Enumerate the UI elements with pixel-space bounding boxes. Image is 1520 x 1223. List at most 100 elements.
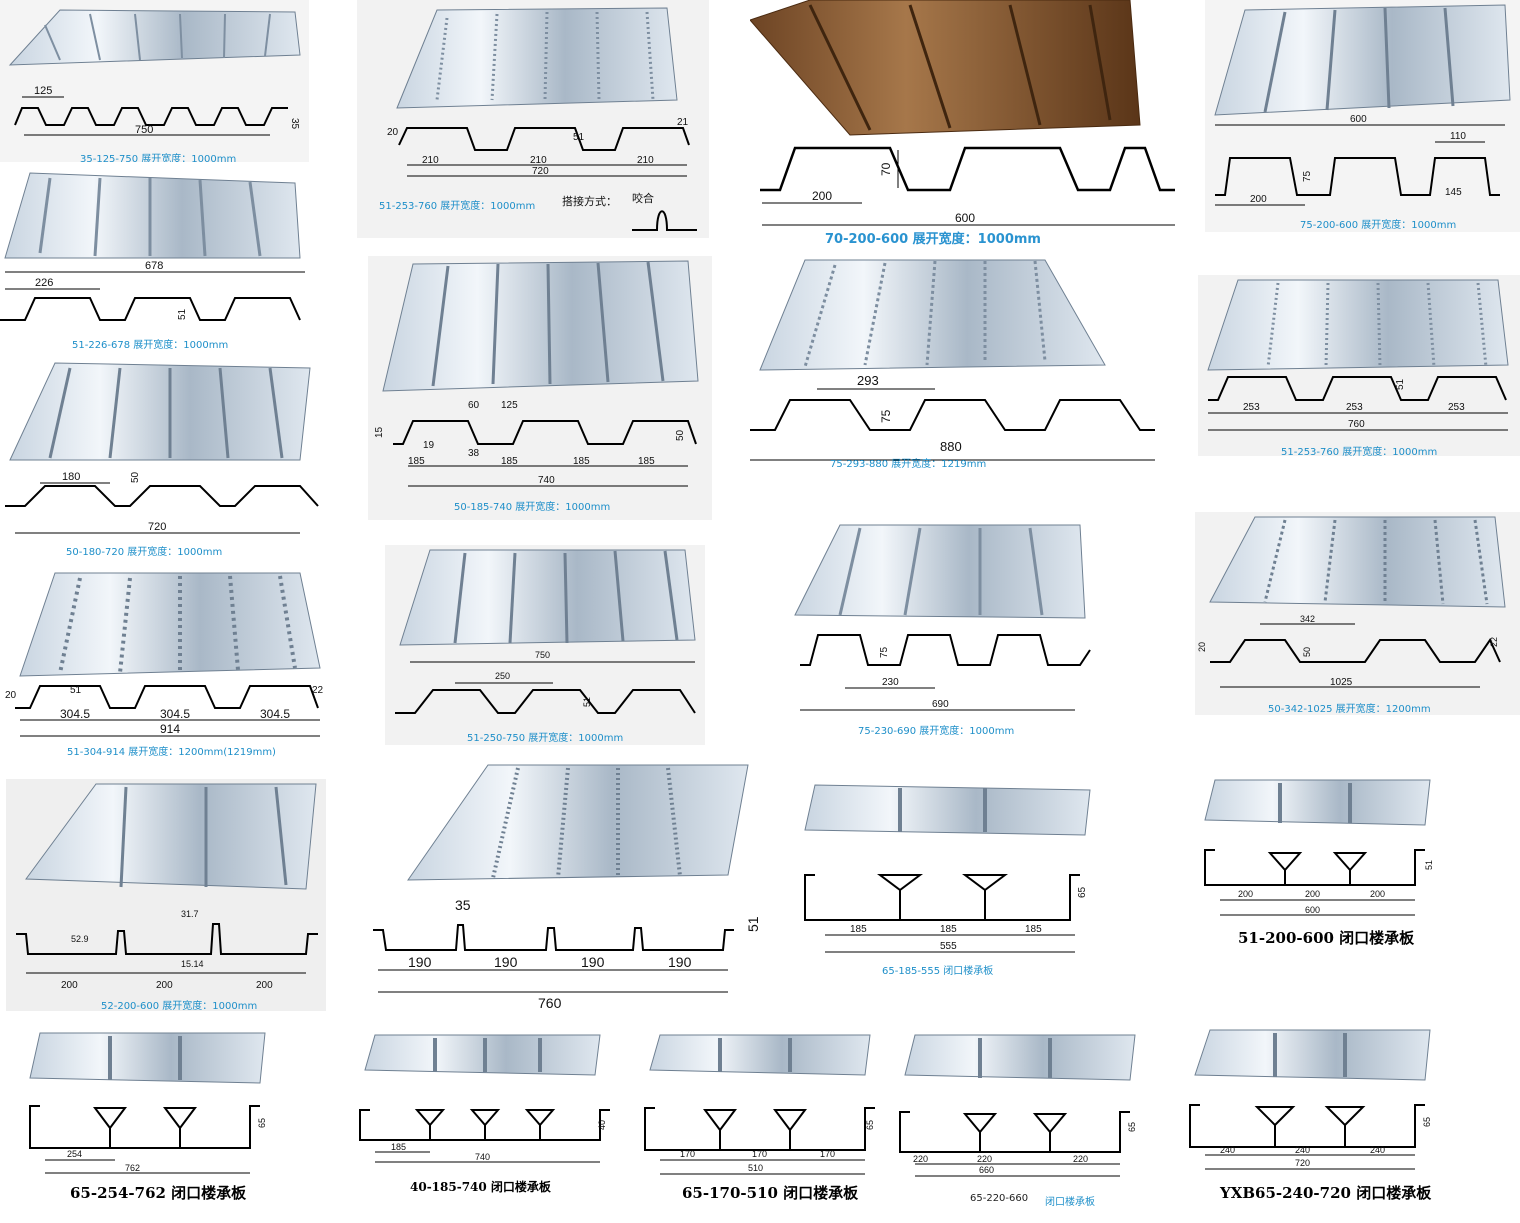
- svg-text:125: 125: [501, 400, 518, 411]
- panel-caption: 51-253-760 展开宽度：1000mm: [1281, 447, 1438, 456]
- panel-caption: 51-304-914 展开宽度：1200mm(1219mm): [67, 747, 276, 758]
- svg-text:65: 65: [1127, 1122, 1137, 1132]
- svg-text:600: 600: [955, 211, 975, 225]
- svg-text:60: 60: [468, 400, 480, 411]
- panel-caption: 50-185-740 展开宽度：1000mm: [454, 502, 611, 513]
- svg-text:510: 510: [748, 1163, 763, 1173]
- panel-caption: 35-125-750 展开宽度：1000mm: [80, 154, 237, 162]
- svg-text:720: 720: [1295, 1158, 1310, 1168]
- svg-text:200: 200: [812, 189, 832, 203]
- svg-text:65: 65: [865, 1120, 875, 1130]
- svg-text:190: 190: [494, 954, 518, 970]
- svg-text:51: 51: [582, 697, 592, 707]
- svg-text:740: 740: [475, 1152, 490, 1162]
- svg-text:70: 70: [879, 162, 893, 176]
- svg-text:690: 690: [932, 699, 949, 710]
- panel-caption: 70-200-600 展开宽度：1000mm: [825, 232, 1041, 245]
- panel-caption: 51-226-678 展开宽度：1000mm: [72, 340, 229, 351]
- svg-text:65: 65: [1422, 1117, 1432, 1127]
- svg-text:31.7: 31.7: [181, 909, 199, 919]
- svg-text:230: 230: [882, 677, 899, 688]
- svg-text:65: 65: [257, 1118, 267, 1128]
- svg-text:678: 678: [145, 260, 163, 272]
- svg-text:190: 190: [668, 954, 692, 970]
- svg-text:253: 253: [1243, 402, 1260, 413]
- svg-text:210: 210: [530, 155, 547, 166]
- panel-51-250-750: 750 250 51 51-250-750 展开宽度：1000mm: [385, 545, 705, 745]
- panel-75-200-600: 600 110 75 200 145 75-200-600 展开宽度：1000m…: [1205, 0, 1520, 232]
- overlap-type: 咬合: [632, 192, 654, 205]
- svg-text:75: 75: [1302, 170, 1313, 182]
- svg-text:75: 75: [879, 409, 893, 423]
- dim-text: 125: [34, 85, 52, 97]
- panel-caption: 75-230-690 展开宽度：1000mm: [858, 726, 1015, 737]
- svg-text:180: 180: [62, 471, 80, 483]
- svg-text:740: 740: [538, 475, 555, 486]
- panel-yxb65-240-720: 65 240 240 240 720 YXB65-240-720 闭口楼承板: [1185, 1025, 1520, 1223]
- panel-caption: 51-253-760 展开宽度：1000mm: [379, 201, 536, 212]
- panel-51-226-678: 678 226 51 51-226-678 展开宽度：1000mm: [0, 168, 320, 352]
- svg-text:20: 20: [5, 690, 17, 701]
- svg-text:200: 200: [1305, 889, 1320, 899]
- dim-text: 35: [289, 118, 300, 130]
- svg-text:304.5: 304.5: [60, 707, 90, 721]
- svg-text:185: 185: [573, 456, 590, 467]
- svg-text:50: 50: [130, 471, 141, 483]
- svg-text:240: 240: [1295, 1145, 1310, 1155]
- panel-drawing: 125 750 35: [8, 9, 301, 136]
- svg-text:20: 20: [387, 127, 399, 138]
- svg-text:51: 51: [177, 308, 188, 320]
- panel-75-230-690: 75 230 690 75-230-690 展开宽度：1000mm: [790, 520, 1100, 740]
- panel-drawing: 678 226 51: [0, 172, 305, 321]
- panel-drawing: 180 50 720: [5, 362, 319, 534]
- panel-caption: 闭口楼承板: [1045, 1197, 1095, 1208]
- svg-text:51: 51: [745, 916, 761, 932]
- panel-drawing: 65 240 240 240 720: [1189, 1029, 1432, 1170]
- svg-text:220: 220: [1073, 1154, 1088, 1164]
- svg-text:185: 185: [501, 456, 518, 467]
- svg-text:51: 51: [70, 685, 82, 696]
- panel-50-342-1025: 342 20 50 22 1025 50-342-1025 展开宽度：1200m…: [1195, 512, 1520, 715]
- svg-text:40: 40: [597, 1120, 607, 1130]
- panel-caption: YXB65-240-720 闭口楼承板: [1220, 1184, 1432, 1202]
- svg-text:210: 210: [422, 155, 439, 166]
- panel-40-185-740: 40 185 740 40-185-740 闭口楼承板: [355, 1030, 615, 1200]
- svg-text:185: 185: [940, 924, 957, 935]
- svg-text:762: 762: [125, 1163, 140, 1173]
- svg-text:190: 190: [408, 954, 432, 970]
- svg-text:22: 22: [1489, 637, 1499, 647]
- svg-text:51: 51: [1424, 860, 1434, 870]
- panel-35-125-750: 125 750 35 35-125-750 展开宽度：1000mm: [0, 0, 309, 162]
- panel-drawing: 40 185 740: [359, 1034, 610, 1163]
- svg-text:760: 760: [538, 995, 562, 1010]
- svg-text:200: 200: [156, 980, 173, 991]
- svg-text:914: 914: [160, 722, 180, 736]
- panel-caption: 65-185-555 闭口楼承板: [882, 966, 994, 977]
- svg-text:38: 38: [468, 448, 480, 459]
- panel-50-180-720: 180 50 720 50-180-720 展开宽度：1000mm: [0, 358, 320, 560]
- svg-text:240: 240: [1370, 1145, 1385, 1155]
- svg-text:250: 250: [495, 671, 510, 681]
- svg-text:880: 880: [940, 439, 962, 454]
- panel-drawing: 750 250 51: [395, 549, 696, 714]
- svg-text:75: 75: [879, 646, 890, 658]
- panel-caption: 51-250-750 展开宽度：1000mm: [467, 733, 624, 744]
- svg-text:555: 555: [940, 941, 957, 952]
- svg-text:304.5: 304.5: [160, 707, 190, 721]
- svg-text:720: 720: [148, 521, 166, 533]
- svg-text:750: 750: [535, 650, 550, 660]
- svg-text:240: 240: [1220, 1145, 1235, 1155]
- svg-text:660: 660: [979, 1165, 994, 1175]
